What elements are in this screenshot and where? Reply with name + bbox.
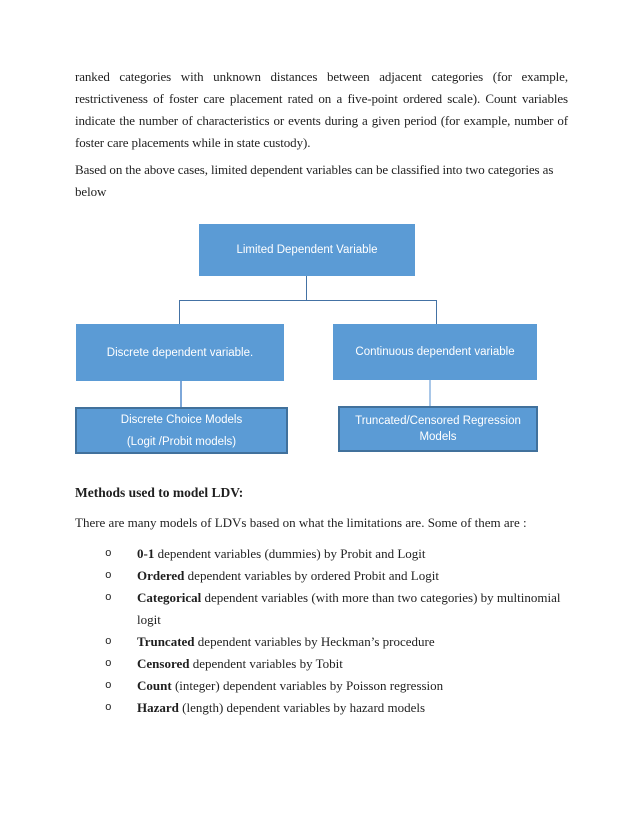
paragraph-based-on-cases: Based on the above cases, limited depend… xyxy=(75,162,554,199)
list-item-keyword: Truncated xyxy=(137,634,195,649)
bullet-marker: o xyxy=(105,658,112,670)
diagram-discrete-branch-label: Discrete dependent variable. xyxy=(106,346,254,359)
diagram-continuous-branch-box: Continuous dependent variable xyxy=(333,324,537,380)
diagram-discrete-branch-box: Discrete dependent variable. xyxy=(76,324,284,381)
bullet-marker: o xyxy=(105,636,112,648)
list-item-text: dependent variables by Tobit xyxy=(189,656,343,671)
list-item-text: dependent variables by ordered Probit an… xyxy=(184,568,439,583)
methods-heading: Methods used to model LDV: xyxy=(75,485,244,500)
list-item-text: dependent variables (with more than two … xyxy=(137,590,561,627)
list-item-text: dependent variables by Heckman’s procedu… xyxy=(194,634,435,649)
list-item: o Categorical dependent variables (with m… xyxy=(75,587,568,631)
diagram-truncated-models-label: Truncated/Censored Regression Models xyxy=(355,415,521,443)
diagram-continuous-branch-label: Continuous dependent variable xyxy=(355,346,515,358)
connector-right-leaf xyxy=(429,380,431,406)
diagram-discrete-models-line1: Discrete Choice Models xyxy=(120,413,243,426)
list-item-keyword: Count xyxy=(137,678,172,693)
list-item-text: (integer) dependent variables by Poisson… xyxy=(171,678,444,693)
list-item: o Count (integer) dependent variables by … xyxy=(75,675,568,697)
list-item: o 0-1 dependent variables (dummies) by Pr… xyxy=(75,543,568,565)
methods-intro: There are many models of LDVs based on w… xyxy=(75,515,527,530)
list-item-keyword: Ordered xyxy=(137,568,185,583)
list-item-keyword: Categorical xyxy=(137,590,202,605)
list-item-keyword: Hazard xyxy=(137,700,179,715)
list-item: o Hazard (length) dependent variables by … xyxy=(75,697,568,719)
upper-text-block: ranked categories with unknown distances… xyxy=(0,0,638,203)
bullet-marker: o xyxy=(105,592,112,604)
ldv-classification-diagram: Limited Dependent Variable Discrete depe… xyxy=(0,208,638,482)
methods-list: o 0-1 dependent variables (dummies) by Pr… xyxy=(75,543,568,719)
connector-left-leaf xyxy=(180,381,182,407)
connector-drop-right xyxy=(436,300,437,324)
bullet-marker: o xyxy=(105,570,112,582)
lower-text-block: Methods used to model LDV: There are man… xyxy=(0,482,638,719)
diagram-discrete-models-line2: (Logit /Probit models) xyxy=(126,435,237,448)
list-item-text: (length) dependent variables by hazard m… xyxy=(178,700,426,715)
list-item: o Censored dependent variables by Tobit xyxy=(75,653,568,675)
list-item-keyword: Censored xyxy=(137,656,190,671)
list-item: o Truncated dependent variables by Heckma… xyxy=(75,631,568,653)
diagram-root-box: Limited Dependent Variable xyxy=(199,224,415,276)
bullet-marker: o xyxy=(105,548,112,560)
diagram-discrete-models-box: Discrete Choice Models (Logit /Probit mo… xyxy=(75,407,288,454)
diagram-root-label: Limited Dependent Variable xyxy=(236,244,378,256)
bullet-marker: o xyxy=(105,680,112,692)
diagram-truncated-models-box: Truncated/Censored Regression Models xyxy=(338,406,538,452)
paragraph-ranked-categories: ranked categories with unknown distances… xyxy=(75,69,568,150)
connector-horizontal xyxy=(179,300,437,301)
list-item-keyword: 0-1 xyxy=(137,546,155,561)
list-item: o Ordered dependent variables by ordered … xyxy=(75,565,568,587)
connector-root-stem xyxy=(306,276,307,300)
list-item-text: dependent variables (dummies) by Probit … xyxy=(154,546,426,561)
bullet-marker: o xyxy=(105,702,112,714)
connector-drop-left xyxy=(179,300,180,324)
